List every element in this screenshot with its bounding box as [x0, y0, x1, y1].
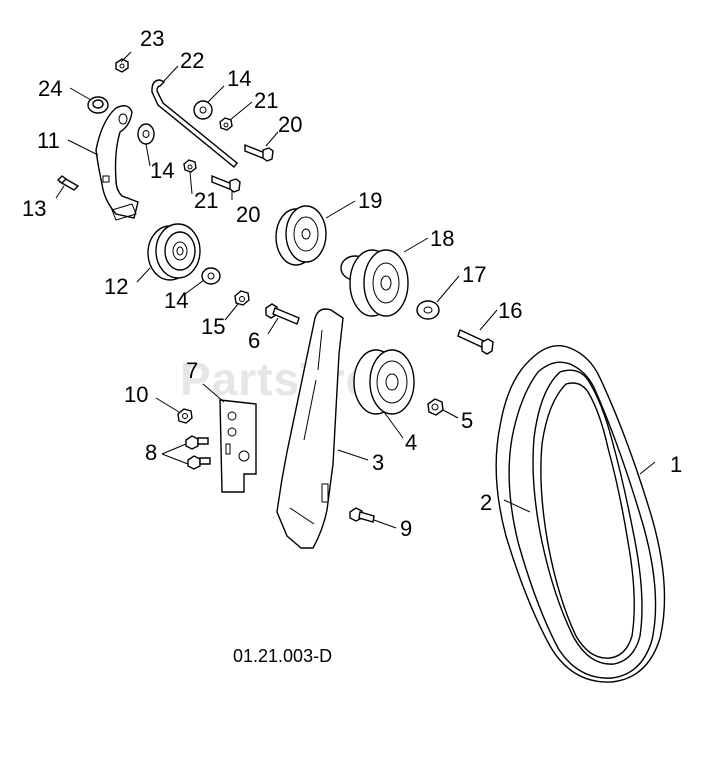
- callout-18: 18: [430, 226, 455, 251]
- callout-23: 23: [140, 26, 165, 51]
- part-20-bolt-lower: [211, 174, 241, 193]
- callout-10: 10: [124, 382, 149, 407]
- callout-11: 11: [37, 128, 60, 153]
- callout-20-top: 20: [278, 112, 303, 137]
- callout-5: 5: [461, 408, 474, 433]
- part-17-washer: [416, 300, 440, 320]
- part-12-pulley: [147, 223, 201, 281]
- callout-14-top: 14: [227, 66, 252, 91]
- part-21-nut-upper: [219, 117, 233, 131]
- part-15-nut: [234, 290, 250, 306]
- part-5-nut: [427, 398, 444, 416]
- callout-19: 19: [358, 188, 383, 213]
- part-14-washer-low: [201, 267, 221, 285]
- callout-1: 1: [670, 452, 683, 477]
- callout-8: 8: [145, 440, 158, 465]
- callout-4: 4: [405, 430, 418, 455]
- callout-20-low: 20: [236, 202, 261, 227]
- callout-17: 17: [462, 262, 487, 287]
- part-8-bolts: [185, 435, 211, 470]
- callout-21-low: 21: [194, 188, 219, 213]
- part-21-nut-lower: [183, 159, 197, 173]
- part-24-bushing: [87, 96, 109, 114]
- callout-2: 2: [480, 490, 493, 515]
- callout-16: 16: [498, 298, 523, 323]
- part-1-belt-outer: [495, 345, 666, 683]
- callout-14-low: 14: [164, 288, 189, 313]
- callout-6: 6: [248, 328, 261, 353]
- callout-22: 22: [180, 48, 205, 73]
- callout-12: 12: [104, 274, 129, 299]
- callout-13: 13: [22, 196, 47, 221]
- part-6-bolt: [265, 303, 300, 325]
- callout-24: 24: [38, 76, 63, 101]
- part-10-nut: [177, 408, 193, 424]
- callout-15: 15: [201, 314, 226, 339]
- part-4-pulley: [353, 349, 415, 415]
- part-14-washer-top: [193, 100, 213, 120]
- part-2-belt-inner: [532, 369, 643, 665]
- part-9-bolt: [349, 507, 375, 523]
- callout-7: 7: [186, 358, 199, 383]
- callout-14-mid: 14: [150, 158, 175, 183]
- part-7-bracket-plate: [219, 399, 257, 493]
- part-11-bracket: [95, 105, 139, 221]
- part-19-pulley: [275, 205, 327, 266]
- leader-lines: [55, 51, 656, 529]
- callout-3: 3: [372, 450, 385, 475]
- part-3-idler-arm: [276, 308, 344, 549]
- part-18-pulley: [340, 249, 409, 317]
- callout-9: 9: [400, 516, 413, 541]
- part-20-bolt-upper: [244, 143, 274, 162]
- part-14-washer-mid: [137, 123, 155, 145]
- part-16-bolt: [457, 329, 494, 355]
- part-13-pin: [56, 175, 80, 191]
- part-23-nut: [115, 58, 129, 73]
- callout-21-top: 21: [254, 88, 279, 113]
- part-22-rod: [151, 79, 238, 169]
- drawing-code: 01.21.003-D: [233, 646, 333, 666]
